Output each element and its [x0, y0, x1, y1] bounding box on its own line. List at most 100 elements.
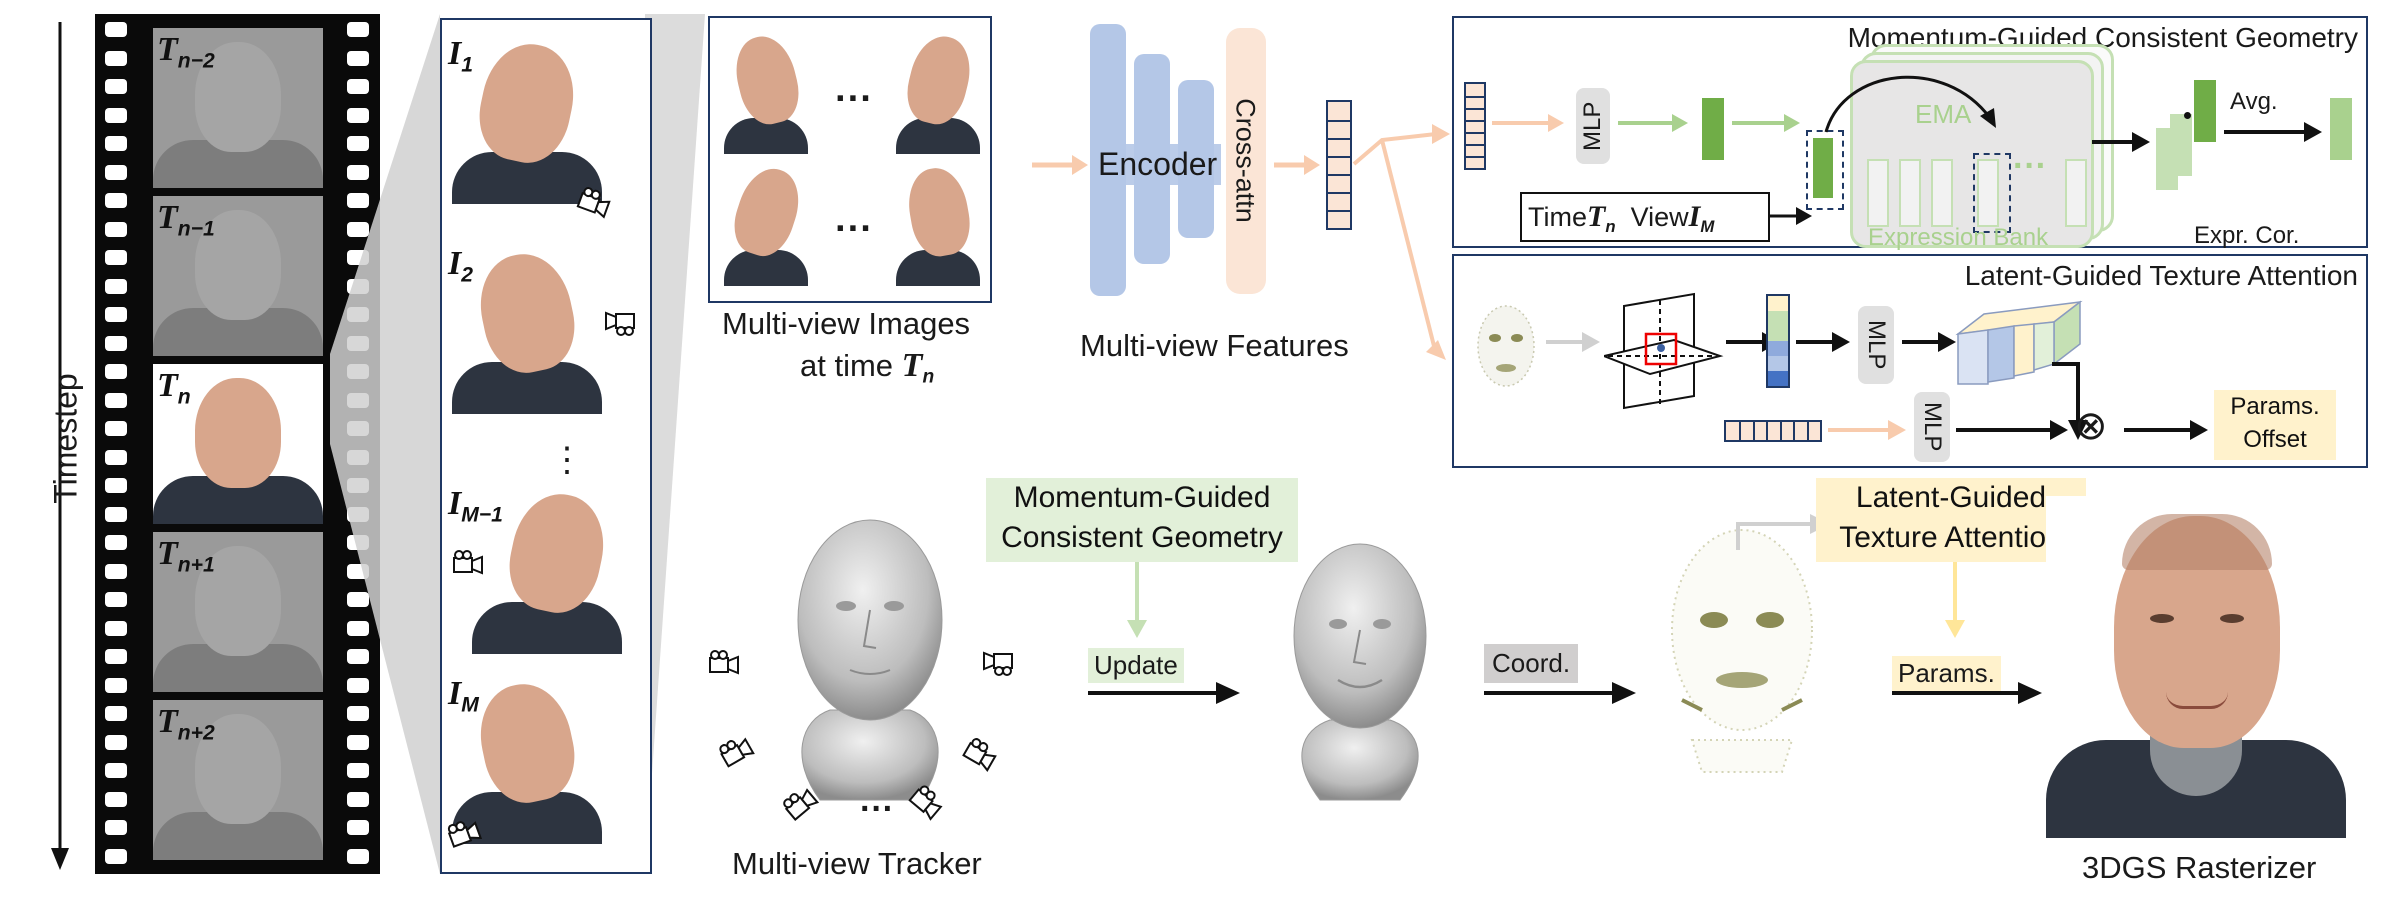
triplane-icon [1604, 292, 1724, 410]
geometry-panel: Momentum-Guided Consistent Geometry MLP … [1452, 16, 2368, 251]
arrow-geometry-down [1127, 562, 1147, 638]
multiview-images-caption: Multi-view Images [722, 306, 971, 341]
multiview-features-strip [1326, 100, 1352, 230]
caption-t-subscript: n [922, 366, 935, 388]
feature-cell [1768, 326, 1788, 342]
portrait-mouth [2166, 692, 2228, 709]
arrow-params [1892, 682, 2042, 704]
sprocket-hole [105, 107, 127, 123]
texture-module-line2: Texture Attention [1839, 521, 2063, 554]
frame-face [195, 378, 281, 488]
view-vertical-ellipsis: ⋮ [550, 441, 584, 479]
camera-icon [719, 737, 755, 769]
sprocket-hole [105, 791, 127, 807]
view-image: IM−1 [442, 480, 646, 660]
time-subscript: n [1605, 216, 1616, 236]
sprocket-hole [105, 22, 127, 37]
portrait-hair [2122, 514, 2272, 570]
sprocket-hole [347, 848, 369, 864]
sprocket-hole [105, 50, 127, 66]
bank-slot [1977, 159, 1999, 227]
arrow-mlp2-to-otimes [1956, 420, 2068, 440]
bank-ellipsis: ··· [2013, 147, 2047, 185]
sprocket-hole [347, 22, 369, 37]
portrait-eye-left [2150, 614, 2174, 623]
expression-bank-label: Expression Bank [1868, 224, 2049, 251]
view-subscript: M−1 [461, 503, 503, 527]
sprocket-hole [347, 620, 369, 636]
sprocket-hole [105, 706, 127, 721]
view-symbol: I [448, 485, 462, 522]
feature-cell [1768, 356, 1788, 372]
view-label: IM−1 [448, 484, 503, 527]
sprocket-hole [347, 79, 369, 94]
bank-slot [2065, 159, 2087, 227]
time-symbol: T [1587, 200, 1606, 233]
sprocket-hole [347, 706, 369, 721]
sprocket-hole [105, 478, 127, 493]
view-label: I1 [448, 34, 473, 77]
arrow-encoder-to-features [1274, 155, 1320, 175]
arrow-update [1088, 682, 1240, 704]
latent-cube [1955, 300, 2083, 385]
frame-face [195, 714, 281, 824]
feature-cell [1768, 296, 1788, 312]
current-expression-bar [1813, 138, 1833, 198]
time-label: Time [1528, 202, 1587, 232]
sprocket-hole [105, 449, 127, 465]
film-frame: Tn+1 [153, 532, 323, 692]
texture-panel: Latent-Guided Texture Attention MLP [1452, 254, 2368, 468]
sampled-feature-column [1766, 294, 1790, 388]
corrected-expression-bar [2330, 98, 2352, 160]
otimes-operator: ⊗ [2074, 404, 2108, 448]
camera-icon [708, 650, 742, 681]
token-divider [1466, 132, 1484, 134]
view-face [470, 675, 584, 811]
tracker-mesh-group [797, 519, 943, 801]
sprocket-hole [347, 136, 369, 151]
arrow-cube-to-otimes [2052, 362, 2088, 440]
sprocket-hole [347, 649, 369, 664]
sprocket-hole [105, 506, 127, 522]
sprocket-hole [347, 193, 369, 208]
view-symbol: I [448, 35, 462, 72]
view-image: I1 [442, 30, 646, 210]
view-subscript: M [461, 693, 479, 717]
sprocket-hole [105, 164, 127, 180]
caption-at-time: at time [800, 348, 894, 383]
token-divider [1466, 96, 1484, 98]
update-label: Update [1088, 648, 1184, 683]
sprocket-hole [105, 79, 127, 94]
token-divider [1466, 144, 1484, 146]
frame-subscript: n+1 [177, 553, 215, 577]
corr-bar-light-2 [2170, 114, 2192, 176]
sprocket-hole [105, 649, 127, 664]
multiview-thumbnail [896, 26, 980, 154]
multiview-images-caption-2: at time Tn [800, 347, 934, 389]
sprocket-hole [347, 763, 369, 778]
frame-symbol: T [157, 367, 178, 404]
arrow-mlp-to-cube [1902, 332, 1956, 352]
time-view-text: TimeTn ViewIM [1528, 200, 1714, 237]
time-view-box: TimeTn ViewIM [1520, 192, 1770, 242]
multiview-thumbnail [724, 26, 808, 154]
cross-attn-block [1226, 28, 1266, 294]
updated-mesh [1293, 543, 1427, 801]
camera-icon [980, 650, 1014, 681]
expr-cor-label: Expr. Cor. [2194, 222, 2300, 249]
token-divider [1739, 422, 1742, 440]
token-divider [1766, 422, 1769, 440]
geometry-module-line1: Momentum-Guided [1013, 481, 1271, 514]
arrow-otimes-to-offset [2124, 420, 2208, 440]
token-divider [1328, 120, 1350, 122]
geometry-mlp: MLP [1576, 88, 1610, 164]
sprocket-hole [105, 221, 127, 237]
sprocket-hole [347, 592, 369, 607]
frame-subscript: n−1 [177, 217, 215, 241]
bank-target-slot [1973, 153, 2011, 233]
sprocket-hole [105, 278, 127, 294]
tracker-ellipsis: ··· [860, 790, 894, 828]
film-frame: Tn+2 [153, 700, 323, 860]
arrow-timeview-to-slot [1768, 207, 1812, 225]
camera-icon [602, 310, 636, 341]
